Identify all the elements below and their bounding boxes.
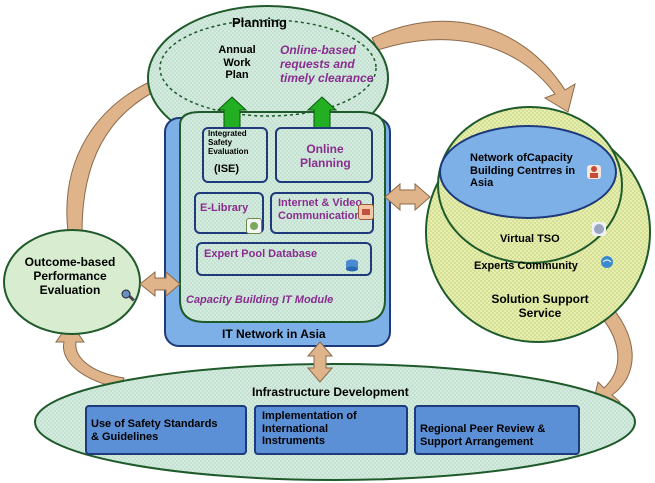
infra-standards-label: Use of Safety Standards & Guidelines: [91, 418, 218, 443]
database-icon: [345, 258, 359, 272]
ise-label: Integrated Safety Evaluation: [208, 129, 249, 156]
infra-peer-review-label: Regional Peer Review & Support Arrangeme…: [420, 423, 546, 448]
magnifier-icon: [120, 288, 135, 302]
elibrary-label: E-Library: [200, 202, 249, 214]
infra-box-peer-review: [414, 405, 580, 455]
ise-box: [202, 127, 268, 183]
globe-icon: [600, 255, 614, 269]
infra-box-implementation: [254, 405, 408, 455]
document-icon: [246, 218, 262, 234]
outcome-label: Outcome-based Performance Evaluation: [24, 255, 116, 297]
virtual-tso-label: Virtual TSO: [500, 233, 560, 245]
expert-pool-box: [196, 242, 372, 276]
arrow-planning-to-right: [371, 20, 576, 113]
module-label: Capacity Building IT Module: [186, 294, 334, 306]
outcome-ellipse: [3, 229, 141, 335]
planning-inner-ellipse: [159, 19, 377, 117]
infra-box-standards: [85, 405, 247, 455]
expert-pool-label: Expert Pool Database: [204, 248, 318, 260]
arrow-it-right: [384, 182, 431, 212]
network-centres-label: Network ofCapacity Building Centrres in …: [470, 152, 576, 190]
internet-video-label: Internet & Video Communication: [278, 197, 363, 222]
planning-title: Planning: [232, 15, 287, 30]
online-requests-label: Online-based requests and timely clearan…: [280, 43, 374, 85]
online-planning-box: [275, 127, 373, 183]
arrow-left-it: [139, 270, 181, 298]
globe-icon: [592, 222, 606, 236]
video-camera-icon: [358, 204, 374, 220]
online-planning-label: Online Planning: [300, 142, 351, 170]
annual-work-plan-label: Annual Work Plan: [218, 44, 256, 82]
it-network-label: IT Network in Asia: [222, 327, 326, 341]
arrow-it-infra: [306, 341, 334, 383]
experts-community-label: Experts Community: [474, 260, 578, 272]
infrastructure-title: Infrastructure Development: [252, 385, 409, 399]
solution-support-label: Solution Support Service: [491, 292, 589, 320]
infra-implementation-label: Implementation of International Instrume…: [262, 410, 357, 448]
network-centres-ellipse: [439, 125, 617, 219]
capacity-module-area: [179, 111, 386, 323]
elibrary-box: [194, 192, 264, 234]
person-icon: [587, 165, 601, 179]
ise-abbr: (ISE): [214, 163, 240, 175]
